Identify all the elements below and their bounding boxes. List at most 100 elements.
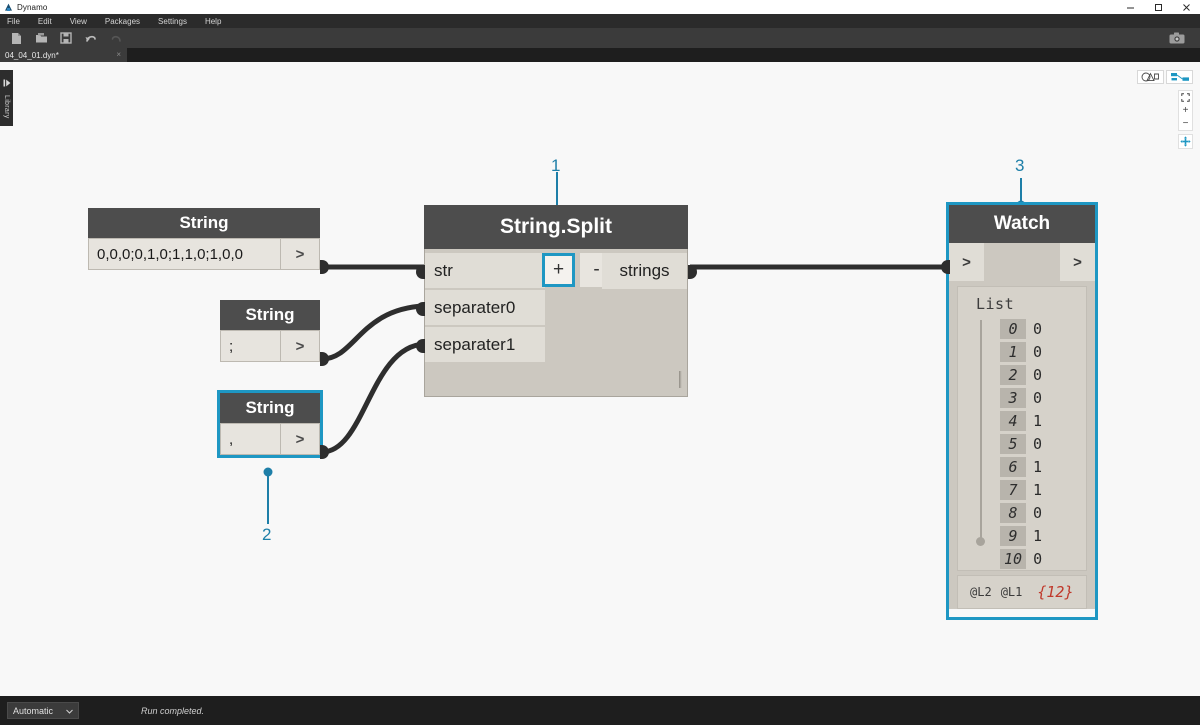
string-semicolon-node[interactable]: String ; > xyxy=(220,300,329,366)
status-bar: Automatic Run completed. xyxy=(0,696,1200,725)
new-file-icon[interactable] xyxy=(6,29,26,47)
file-tab-label: 04_04_01.dyn* xyxy=(5,50,59,60)
input-port-str[interactable]: str xyxy=(425,253,545,289)
minimize-icon[interactable] xyxy=(1116,0,1144,14)
output-connector-nub[interactable] xyxy=(320,445,329,459)
node-title: String xyxy=(220,393,320,423)
input-connector-nub-separater1[interactable] xyxy=(416,339,425,353)
input-port-separater0[interactable]: separater0 xyxy=(425,290,545,326)
node-body: 0,0,0;0,1,0;1,1,0;1,0,0 > xyxy=(88,238,320,270)
list-index: 1 xyxy=(1000,341,1026,362)
menu-bar: File Edit View Packages Settings Help xyxy=(0,14,1200,28)
list-item: 110 xyxy=(1000,570,1086,571)
zoom-in-button[interactable]: + xyxy=(1182,105,1189,116)
watch-port-spacer xyxy=(984,243,1060,281)
output-port[interactable]: > xyxy=(281,423,320,455)
menu-item-edit[interactable]: Edit xyxy=(37,16,52,26)
node-title: String xyxy=(220,300,320,330)
graph-canvas[interactable]: Library xyxy=(0,62,1200,696)
run-mode-select[interactable]: Automatic xyxy=(7,702,79,719)
dynamo-logo-icon xyxy=(4,3,13,12)
close-icon[interactable]: × xyxy=(116,50,121,59)
output-connector-nub[interactable] xyxy=(320,352,329,366)
resize-handle[interactable] xyxy=(679,371,682,388)
list-index: 6 xyxy=(1000,456,1026,477)
zoom-controls: + − xyxy=(1178,90,1193,131)
string-split-plus-button[interactable]: + xyxy=(542,253,575,287)
list-index: 4 xyxy=(1000,410,1026,431)
watch-input-port[interactable]: > xyxy=(949,243,984,281)
list-value: 0 xyxy=(1033,319,1043,338)
background-preview-icon[interactable] xyxy=(1137,70,1164,84)
node-title: Watch xyxy=(949,205,1095,243)
list-spine xyxy=(980,320,982,542)
string-main-node[interactable]: String 0,0,0;0,1,0;1,1,0;1,0,0 > xyxy=(88,208,329,274)
watch-output-port[interactable]: > xyxy=(1060,243,1095,281)
menu-item-view[interactable]: View xyxy=(69,16,87,26)
close-icon[interactable] xyxy=(1172,0,1200,14)
tab-bar: 04_04_01.dyn* × xyxy=(0,48,1200,62)
list-count-badge: {12} xyxy=(1037,583,1074,601)
watch-list-rows: 00 10 20 30 41 50 61 71 80 91 100 110 xyxy=(958,317,1086,571)
string-comma-node[interactable]: String , > xyxy=(217,390,329,459)
sidebar-item-library[interactable]: Library xyxy=(0,70,13,126)
open-folder-icon[interactable] xyxy=(31,29,51,47)
output-connector-nub[interactable] xyxy=(320,260,329,274)
list-value: 0 xyxy=(1033,388,1043,407)
string-split-node[interactable]: String.Split str separater0 separater1 +… xyxy=(416,205,697,397)
menu-item-file[interactable]: File xyxy=(7,16,20,26)
maximize-icon[interactable] xyxy=(1144,0,1172,14)
window-controls xyxy=(1116,0,1200,14)
watch-list-title: List xyxy=(976,295,1015,313)
title-bar: Dynamo xyxy=(0,0,1200,14)
string-value-input[interactable]: , xyxy=(220,423,281,455)
camera-icon[interactable] xyxy=(1167,29,1187,47)
list-index: 9 xyxy=(1000,525,1026,546)
window-title: Dynamo xyxy=(17,2,48,12)
list-value: 0 xyxy=(1033,342,1043,361)
watch-ports: > > xyxy=(949,243,1095,281)
level-tag-l1[interactable]: @L1 xyxy=(1000,585,1023,599)
list-value: 1 xyxy=(1033,526,1043,545)
toolbar-right-group xyxy=(1167,28,1192,48)
output-port[interactable]: > xyxy=(281,330,320,362)
zoom-out-button[interactable]: − xyxy=(1182,118,1189,129)
input-connector-nub-str[interactable] xyxy=(416,265,425,279)
input-connector-nub-separater0[interactable] xyxy=(416,302,425,316)
node-body: str separater0 separater1 + - strings xyxy=(424,249,688,397)
save-icon[interactable] xyxy=(56,29,76,47)
string-value-input[interactable]: 0,0,0;0,1,0;1,1,0;1,0,0 xyxy=(88,238,281,270)
run-mode-label: Automatic xyxy=(13,705,54,716)
pan-icon[interactable] xyxy=(1178,134,1193,149)
list-index: 5 xyxy=(1000,433,1026,454)
undo-icon[interactable] xyxy=(81,29,101,47)
menu-item-help[interactable]: Help xyxy=(204,16,222,26)
output-connector-nub[interactable] xyxy=(688,265,697,279)
view-toggle-group xyxy=(1137,70,1193,84)
level-tag-l2[interactable]: @L2 xyxy=(970,585,992,599)
list-spine-dot xyxy=(976,537,985,546)
input-port-separater1[interactable]: separater1 xyxy=(425,327,545,363)
chevron-down-icon xyxy=(66,706,73,716)
input-connector-nub[interactable] xyxy=(941,260,950,274)
fit-to-screen-button[interactable] xyxy=(1178,91,1193,104)
menu-item-packages[interactable]: Packages xyxy=(104,16,141,26)
output-port-strings[interactable]: strings xyxy=(602,253,687,289)
string-value-input[interactable]: ; xyxy=(220,330,281,362)
output-port[interactable]: > xyxy=(281,238,320,270)
toolbar xyxy=(0,28,1200,48)
menu-item-settings[interactable]: Settings xyxy=(158,16,187,26)
graph-view-icon[interactable] xyxy=(1166,70,1193,84)
node-body: , > xyxy=(220,423,320,455)
file-tab[interactable]: 04_04_01.dyn* × xyxy=(0,48,127,62)
